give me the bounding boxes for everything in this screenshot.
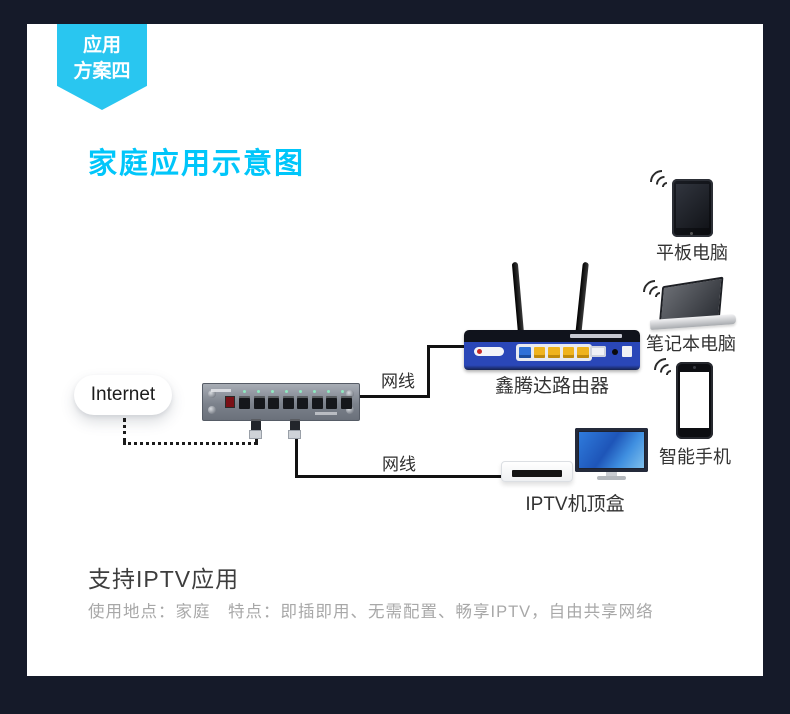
router-logo <box>474 347 504 356</box>
laptop-icon <box>649 276 737 332</box>
switch-ports <box>239 396 352 409</box>
tablet-label: 平板电脑 <box>656 243 728 263</box>
switch-icon <box>202 383 360 421</box>
internet-node: Internet <box>74 375 172 415</box>
router-ports <box>516 344 592 361</box>
dotted-cable-horizontal <box>123 442 257 445</box>
dotted-cable-stub <box>255 438 258 444</box>
footer-description: 使用地点：家庭 特点：即插即用、无需配置、畅享IPTV，自由共享网络 <box>88 603 654 621</box>
switch-leds <box>243 390 344 393</box>
router-brand-print <box>570 334 622 338</box>
set-top-box-icon <box>501 461 573 482</box>
content-sheet <box>27 24 763 676</box>
cable-switch-router-h2 <box>427 345 472 348</box>
page-title: 家庭应用示意图 <box>88 148 306 180</box>
switch-screw <box>208 406 216 414</box>
cable-label-bottom: 网线 <box>382 455 416 474</box>
badge-line1: 应用 <box>82 35 121 56</box>
iptv-label: IPTV机顶盒 <box>525 494 625 515</box>
router-icon <box>462 261 642 372</box>
router-reset-button <box>622 346 632 357</box>
cable-switch-router-h1 <box>359 395 430 398</box>
phone-icon <box>676 362 713 439</box>
rj45-plug-lan <box>288 419 301 439</box>
cable-switch-router-v <box>427 345 430 398</box>
phone-label: 智能手机 <box>659 447 731 467</box>
router-antenna-left <box>511 261 525 337</box>
router-power-jack <box>612 349 618 355</box>
cable-label-top: 网线 <box>381 372 415 391</box>
badge-line2: 方案四 <box>73 61 131 82</box>
tv-icon <box>575 428 648 480</box>
switch-model-print <box>315 412 337 415</box>
rj45-plug-wan <box>249 419 262 439</box>
internet-label: Internet <box>90 384 156 405</box>
tablet-icon <box>672 179 713 237</box>
router-antenna-right <box>575 261 589 337</box>
laptop-label: 笔记本电脑 <box>646 334 736 354</box>
cable-switch-stb-v <box>295 438 298 478</box>
switch-power-led <box>225 396 235 408</box>
switch-print <box>211 389 231 392</box>
router-usb-port <box>590 346 606 357</box>
switch-screw <box>346 406 354 414</box>
switch-screw <box>208 390 216 398</box>
switch-screw <box>346 390 354 398</box>
cable-switch-stb-h <box>295 475 503 478</box>
footer-heading: 支持IPTV应用 <box>88 566 240 592</box>
router-body <box>464 330 640 370</box>
dotted-cable-vertical <box>123 418 126 442</box>
router-label: 鑫腾达路由器 <box>494 376 609 397</box>
